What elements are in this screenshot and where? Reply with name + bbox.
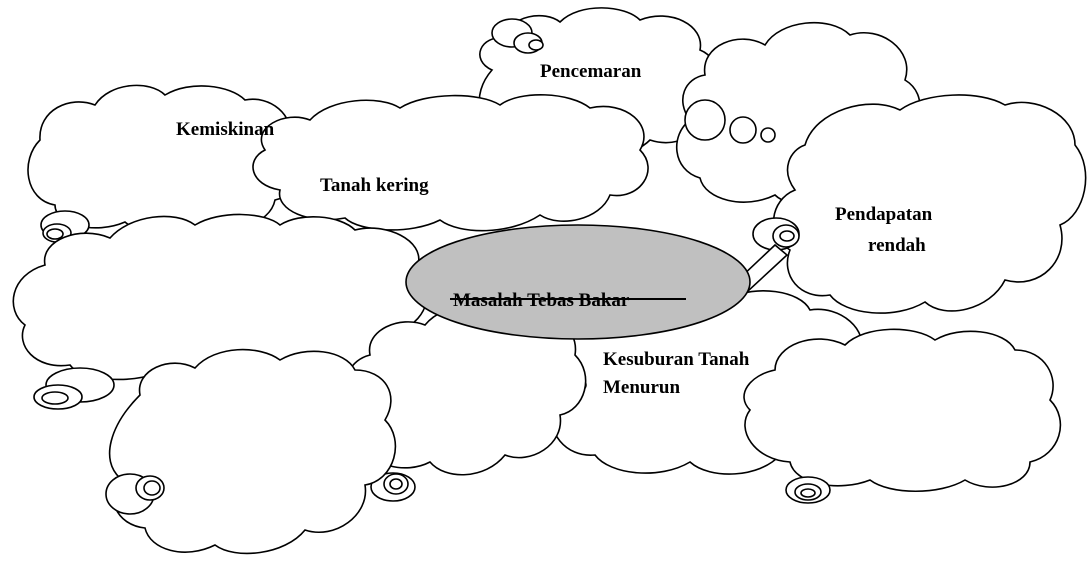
label-pendapatan-line1: Pendapatan: [835, 204, 933, 225]
label-center: Masalah Tebas Bakar: [453, 290, 630, 311]
cloud-tanah-kering: [252, 94, 649, 232]
cloud-empty-right: [743, 328, 1062, 504]
label-pencemaran: Pencemaran: [540, 61, 642, 82]
center-ellipse: [405, 224, 751, 340]
cloud-empty-left: [12, 213, 429, 410]
label-kesuburan-line1: Kesuburan Tanah: [603, 349, 750, 370]
label-kesuburan-line2: Menurun: [603, 377, 681, 398]
label-kemiskinan: Kemiskinan: [176, 119, 275, 140]
cloud-pendapatan: [676, 21, 1087, 314]
label-tanah-kering: Tanah kering: [320, 175, 429, 196]
cloud-empty-bottom-left: [105, 348, 397, 555]
center-strike: [450, 298, 686, 300]
label-pendapatan-line2: rendah: [868, 235, 926, 256]
cloud-empty-middle: [341, 304, 587, 502]
